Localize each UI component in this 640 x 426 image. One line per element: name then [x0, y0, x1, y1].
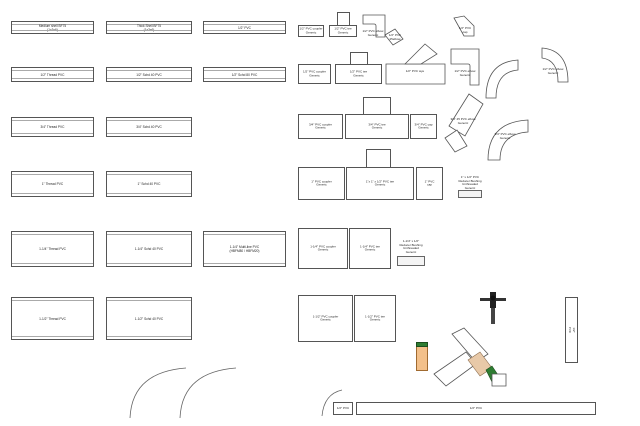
pipe-half-schd80[interactable]: 1/2" Schd 80 PVC: [203, 67, 286, 82]
pipe-threequarter-thread[interactable]: 3/4" Thread PVC: [11, 117, 94, 137]
one-reducer-hub[interactable]: [458, 190, 482, 198]
bottom-small-pipe[interactable]: 1/2" PVC: [333, 402, 353, 415]
threequarter-tee-run[interactable]: 3/4" PVC tee Generic: [345, 114, 409, 139]
bend-arc-right[interactable]: [178, 366, 238, 420]
half-elbow-top[interactable]: [362, 14, 386, 38]
vertical-pipe[interactable]: 1/2" PVC: [565, 297, 578, 363]
pipe-half-thread[interactable]: 1/2" Thread PVC: [11, 67, 94, 82]
pipe-one-thread[interactable]: 1" Thread PVC: [11, 171, 94, 197]
pipe-one-schd40[interactable]: 1" Schd 40 PVC: [106, 171, 192, 197]
one-coupler[interactable]: 1" PVC coupler Generic: [298, 167, 345, 200]
one-cap[interactable]: 1" PVC cap: [416, 167, 443, 200]
half-cap-top-label: 1/2" PVC cap: [458, 26, 472, 34]
threequarter-cap[interactable]: 3/4" PVC cap Generic: [410, 114, 437, 139]
half-elbow-r1-label: 1/2" PVC elbow Generic: [454, 69, 476, 77]
oneq-reducer-label: 1-1/4" x 1/2" Reducer Bushing Unthreaded…: [399, 239, 423, 254]
half-wye-label: 1/2" PVC wye: [405, 69, 425, 73]
pipe-medium-shell[interactable]: Medium shell BF75 (1x3x6): [11, 21, 94, 34]
pipe-oneq-schd40[interactable]: 1-1/4" Schd 40 PVC: [106, 231, 192, 267]
threequarter-coupler[interactable]: 3/4" PVC coupler Generic: [298, 114, 343, 139]
half-elbow45-top[interactable]: [383, 27, 405, 49]
half-elbow-arc[interactable]: [482, 58, 522, 102]
one-reducer-label: 1" x 1/2" PVC Reducer Bushing Unthreaded…: [458, 175, 482, 190]
pipe-thick-shell[interactable]: Thick Shell BF75 (1x3x6): [106, 21, 192, 34]
bend-arc-left[interactable]: [128, 366, 188, 420]
valve-handle-icon[interactable]: [478, 290, 508, 330]
pipe-oneh-schd40[interactable]: 1-1/2" Schd 40 PVC: [106, 297, 192, 340]
pipe-threequarter-schd40[interactable]: 3/4" Schd 40 PVC: [106, 117, 192, 137]
pipe-oneq-multiline[interactable]: 1-1/4" Multi-line PVC (HBFM80 / HBFM20): [203, 231, 286, 267]
half-coupler-r1[interactable]: 1/2" PVC coupler Generic: [298, 64, 331, 84]
pipe-half-schd40[interactable]: 1/2" Schd 40 PVC: [106, 67, 192, 82]
assembly-orange-block[interactable]: [416, 345, 428, 371]
assembly-green-cap[interactable]: [416, 342, 428, 347]
one-tee-run[interactable]: 1"x 1" x 1/2" PVC tee Generic: [346, 167, 414, 200]
pipe-oneh-thread[interactable]: 1-1/2" Thread PVC: [11, 297, 94, 340]
one-tee-branch[interactable]: [366, 149, 391, 168]
pipe-oneq-thread[interactable]: 1-1/4" Thread PVC: [11, 231, 94, 267]
threequarter-tee-branch[interactable]: [363, 97, 391, 115]
half-wye[interactable]: [385, 38, 447, 86]
threequarter-elbow[interactable]: [484, 118, 530, 162]
bottom-long-pipe[interactable]: 1/2" PVC: [356, 402, 596, 415]
oneh-tee[interactable]: 1-1/2" PVC tee Generic: [354, 295, 396, 342]
half-tee-top-branch[interactable]: [337, 12, 350, 26]
half-coupler-top[interactable]: 1/2" PVC coupler Generic: [298, 25, 324, 37]
half-cap-top[interactable]: [452, 14, 476, 38]
threequarter-wye[interactable]: [443, 90, 487, 154]
half-tee-top-run[interactable]: 1/2" PVC tee Generic: [329, 25, 357, 37]
pipe-half-pvc[interactable]: 1/2" PVC: [203, 21, 286, 34]
oneq-reducer-hub[interactable]: [397, 256, 425, 266]
oneh-coupler[interactable]: 1-1/2" PVC coupler Generic: [298, 295, 353, 342]
half-tee-r1-run[interactable]: 1/2" PVC tee Generic: [335, 64, 382, 84]
assembly-wye[interactable]: [430, 327, 510, 388]
half-elbow-arc-label: 1/2" PVC elbow Generic: [542, 67, 564, 75]
half-elbow-top-label: 1/2" PVC elbow Generic: [362, 29, 384, 37]
threequarter-elbow-label: 3/4" PVC elbow Generic: [494, 132, 516, 140]
threequarter-wye-label: 3/4" 45 PVC elbow Generic: [450, 117, 476, 125]
half-elbow-arc-alt[interactable]: [538, 46, 570, 94]
oneq-coupler[interactable]: 1-1/4" PVC coupler Generic: [298, 228, 348, 269]
half-elbow-r1[interactable]: [450, 48, 480, 86]
half-tee-r1-branch[interactable]: [350, 52, 368, 65]
oneq-tee[interactable]: 1-1/4" PVC tee Generic: [349, 228, 391, 269]
half-elbow45-label: 1/2" PVC 45elbow: [388, 33, 402, 41]
bend-arc-bottom[interactable]: [320, 388, 344, 418]
